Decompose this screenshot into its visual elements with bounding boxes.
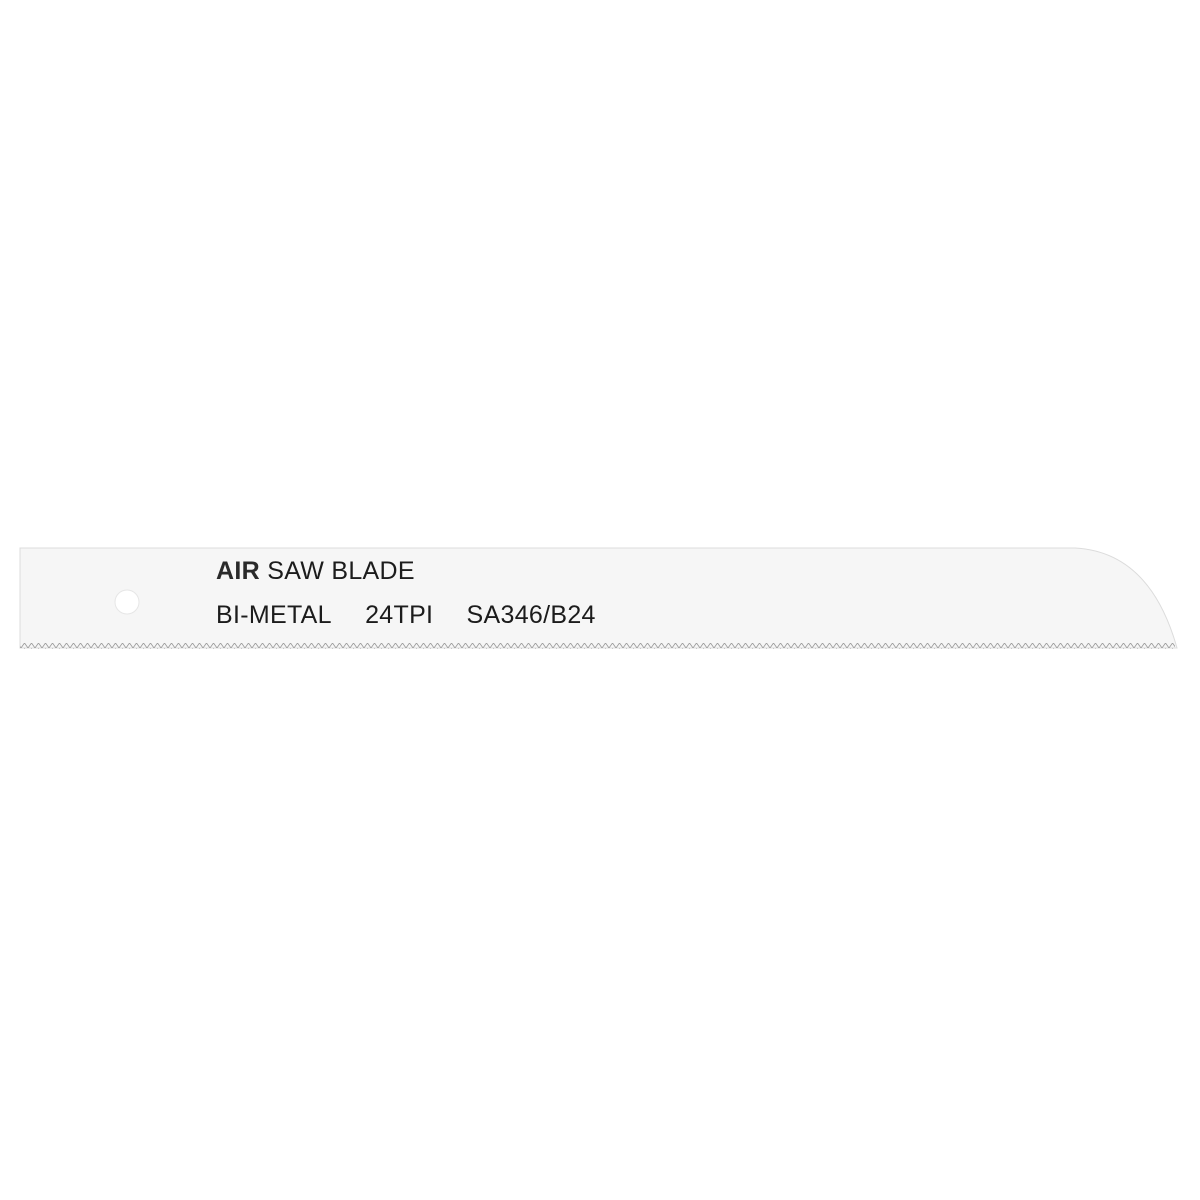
blade-title-bold: AIR: [216, 557, 260, 585]
mounting-hole: [114, 589, 140, 615]
blade-specs: BI-METAL 24TPI SA346/B24: [216, 601, 596, 630]
blade-title-rest: SAW BLADE: [267, 557, 415, 585]
blade-teeth: [20, 643, 1175, 649]
blade-title: AIR SAW BLADE: [216, 557, 415, 586]
spec-tpi: 24TPI: [365, 601, 434, 629]
spec-material: BI-METAL: [216, 601, 332, 629]
blade-body: [19, 547, 1178, 649]
spec-model: SA346/B24: [466, 601, 596, 629]
